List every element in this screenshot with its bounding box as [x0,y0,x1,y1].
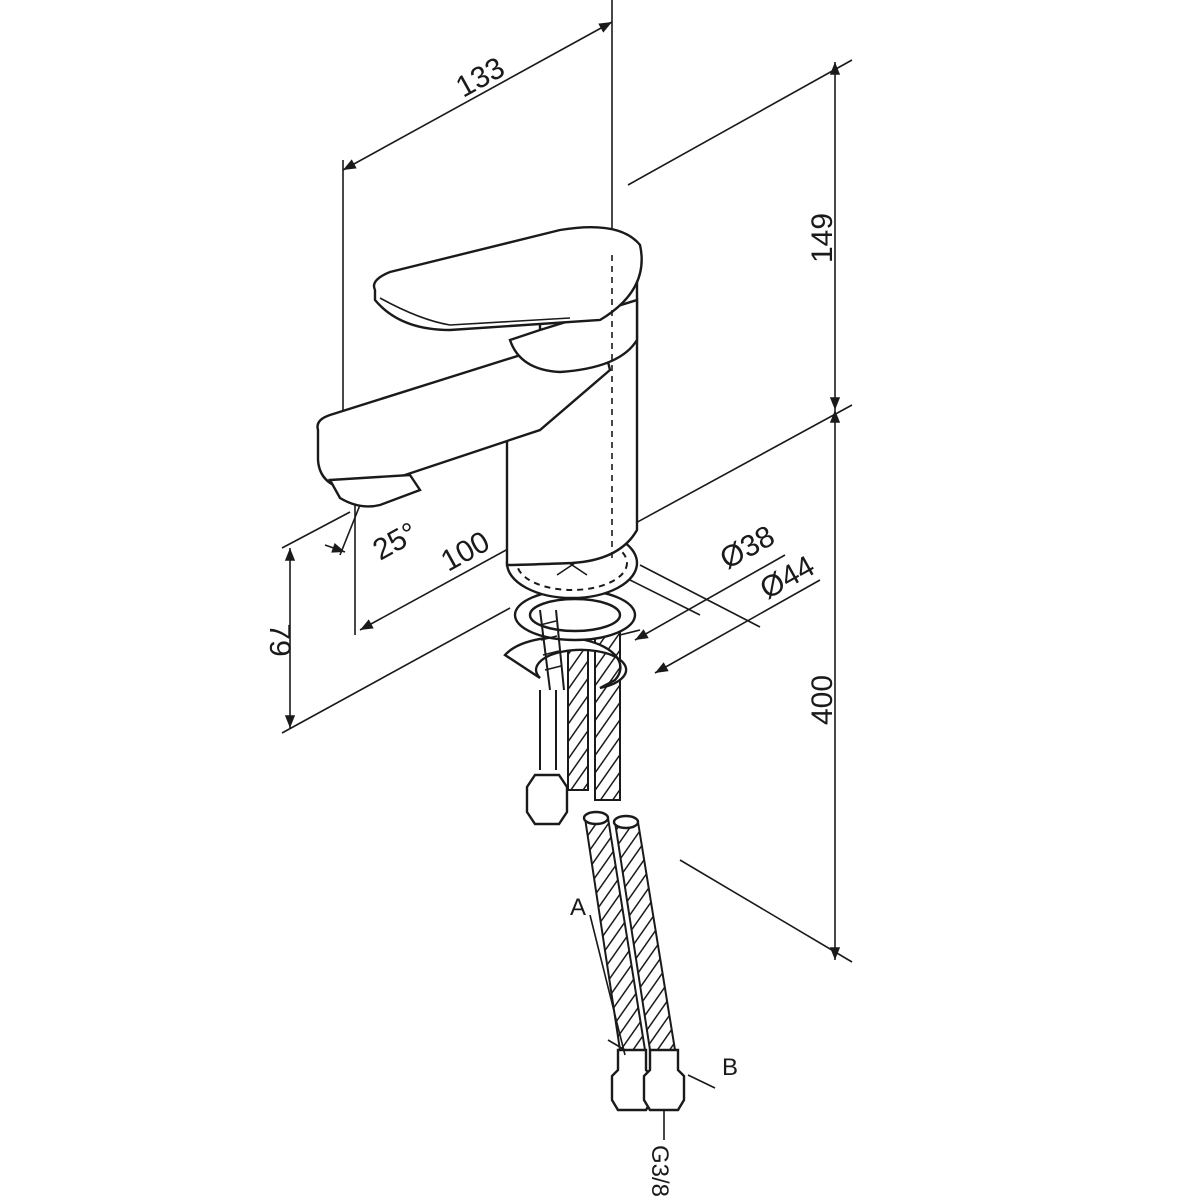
label-thread: G3/8 [646,1145,673,1197]
dimension-vertical-right: 149 400 [627,59,853,963]
dim-d44-label: Ø44 [755,550,821,606]
label-a: A [570,894,586,921]
faucet-body [316,225,643,600]
dim-133-label: 133 [451,51,511,104]
dim-25-label: 25° [368,516,424,567]
dim-100-label: 100 [436,525,496,578]
hoses [525,599,686,1140]
label-b: B [722,1054,738,1081]
connection-labels: A B G3/8 [570,894,738,1197]
dimension-diameters: Ø38 Ø44 [599,520,821,674]
dimension-79: 79 [263,511,511,734]
mounting-kit [503,588,637,691]
dimension-angle: 25° [324,504,424,567]
dim-149-label: 149 [806,213,839,263]
dim-79-label: 79 [263,623,296,656]
dim-400-label: 400 [806,675,839,725]
